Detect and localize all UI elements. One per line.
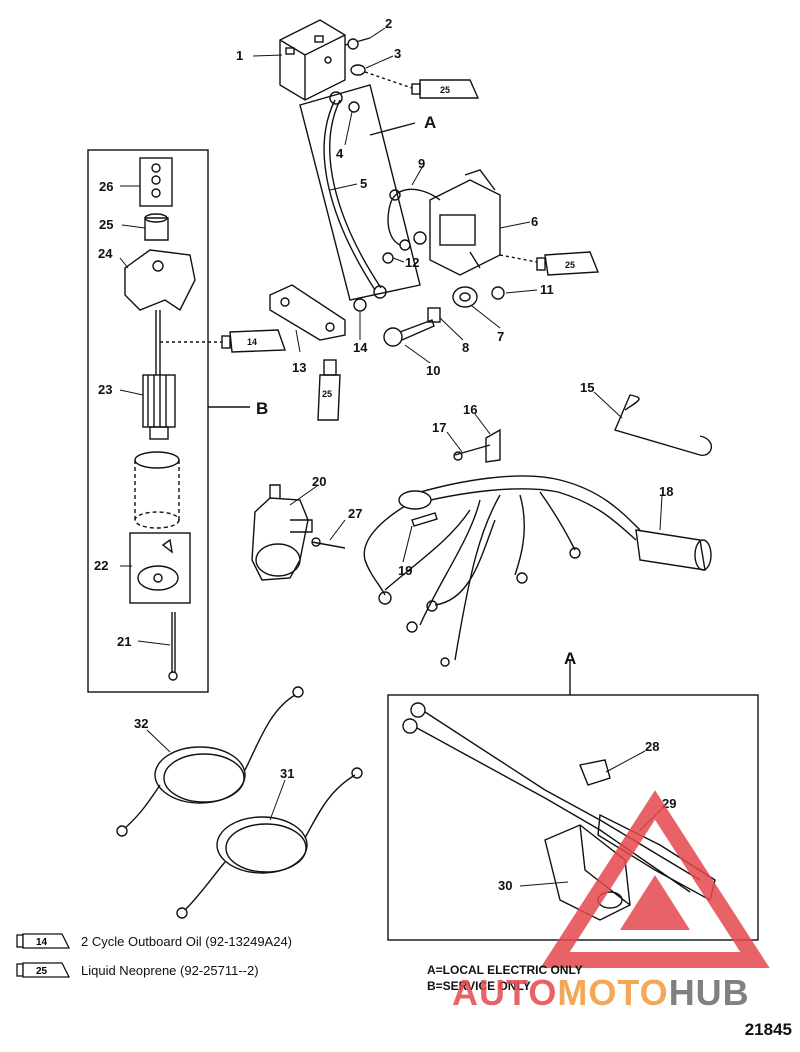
callout-3: 3 [394, 46, 401, 61]
callout-1: 1 [236, 48, 243, 63]
note-local-electric: A=LOCAL ELECTRIC ONLY [427, 963, 583, 977]
watermark-part-1: AUTO [452, 972, 558, 1013]
notes-block: A=LOCAL ELECTRIC ONLY B=SERVICE ONLY [427, 962, 583, 994]
part-19-fuse [411, 512, 438, 527]
tube-25-right [536, 251, 600, 276]
part-14-nut [353, 298, 367, 312]
watermark-part-3: HUB [668, 972, 750, 1013]
callout-30: 30 [498, 878, 512, 893]
tube-25-top [411, 79, 480, 99]
part-21-thru-bolt [168, 612, 178, 681]
part-22-brushplate [129, 532, 191, 604]
callout-18: 18 [659, 484, 673, 499]
part-1-rectifier [279, 19, 346, 101]
watermark-text: AUTOMOTOHUB [452, 972, 750, 1014]
svg-text:25: 25 [36, 966, 48, 977]
callout-20: 20 [312, 474, 326, 489]
callout-13: 13 [292, 360, 306, 375]
tube-label-25-right: 25 [565, 260, 575, 270]
part-8-bushing [427, 307, 441, 323]
part-16-clamp [485, 428, 501, 463]
callout-14: 14 [353, 340, 368, 355]
group-label-b: B [256, 399, 268, 418]
legend-item-25: 25 Liquid Neoprene (92-25711--2) [16, 961, 259, 979]
tube-14-icon: 14 [16, 933, 71, 949]
callout-32: 32 [134, 716, 148, 731]
tube-label-25-top: 25 [440, 85, 450, 95]
part-26-kit [139, 157, 173, 207]
callout-9: 9 [418, 156, 425, 171]
callout-31: 31 [280, 766, 294, 781]
part-27-bolt [311, 541, 346, 549]
callout-8: 8 [462, 340, 469, 355]
legend-item-14: 14 2 Cycle Outboard Oil (92-13249A24) [16, 932, 292, 950]
document-number: 21845 [744, 1020, 792, 1039]
callout-28: 28 [645, 739, 659, 754]
callout-21: 21 [117, 634, 131, 649]
part-13-bracket [269, 284, 346, 341]
part-28-plate [579, 759, 611, 786]
callout-2: 2 [385, 16, 392, 31]
tube-25-mid [317, 359, 341, 421]
callout-24: 24 [98, 246, 113, 261]
note-service-only: B=SERVICE ONLY [427, 979, 531, 993]
part-31-cable-coil [176, 767, 363, 919]
callout-11: 11 [540, 282, 554, 297]
group-b-outline [87, 149, 209, 693]
part-4-nut [348, 101, 360, 113]
callout-19: 19 [398, 563, 412, 578]
callout-16: 16 [463, 402, 477, 417]
part-25-drive [144, 217, 169, 241]
callout-26: 26 [99, 179, 113, 194]
callout-17: 17 [432, 420, 446, 435]
part-7-grommet [452, 286, 478, 308]
callout-23: 23 [98, 382, 112, 397]
part-18-harness [363, 475, 712, 667]
part-23-armature [142, 310, 176, 440]
legend-text-14: 2 Cycle Outboard Oil (92-13249A24) [81, 933, 293, 949]
part-3-washer [350, 64, 366, 76]
callout-7: 7 [497, 329, 504, 344]
group-a-outline [299, 84, 421, 301]
part-11-nut [491, 286, 505, 300]
callout-4: 4 [336, 146, 344, 161]
callout-12: 12 [405, 255, 419, 270]
watermark-logo-triangle [540, 790, 770, 968]
starter-frame [134, 451, 180, 529]
part-30-bracket [544, 824, 631, 921]
tube-25-icon: 25 [16, 962, 71, 978]
part-10-bolt [383, 319, 435, 347]
callout-6: 6 [531, 214, 538, 229]
callout-10: 10 [426, 363, 440, 378]
part-32-cable-coil [116, 686, 304, 837]
callout-25: 25 [99, 217, 113, 232]
part-9-wire [387, 188, 441, 246]
svg-text:14: 14 [36, 937, 48, 948]
callout-27: 27 [348, 506, 362, 521]
legend-text-25: Liquid Neoprene (92-25711--2) [81, 962, 259, 978]
group-label-a-bottom: A [564, 649, 576, 668]
watermark-part-2: MOTO [557, 972, 669, 1013]
callout-22: 22 [94, 558, 108, 573]
part-5-cable [323, 99, 376, 291]
tube-label-14: 14 [247, 337, 257, 347]
callout-5: 5 [360, 176, 367, 191]
part-20-starter-motor [251, 484, 313, 581]
part-24-endcap [124, 249, 196, 312]
group-label-a-top: A [424, 113, 436, 132]
part-12-nut [382, 252, 394, 264]
part-15-clip [614, 394, 712, 456]
tube-label-25-mid: 25 [322, 389, 332, 399]
callout-15: 15 [580, 380, 594, 395]
